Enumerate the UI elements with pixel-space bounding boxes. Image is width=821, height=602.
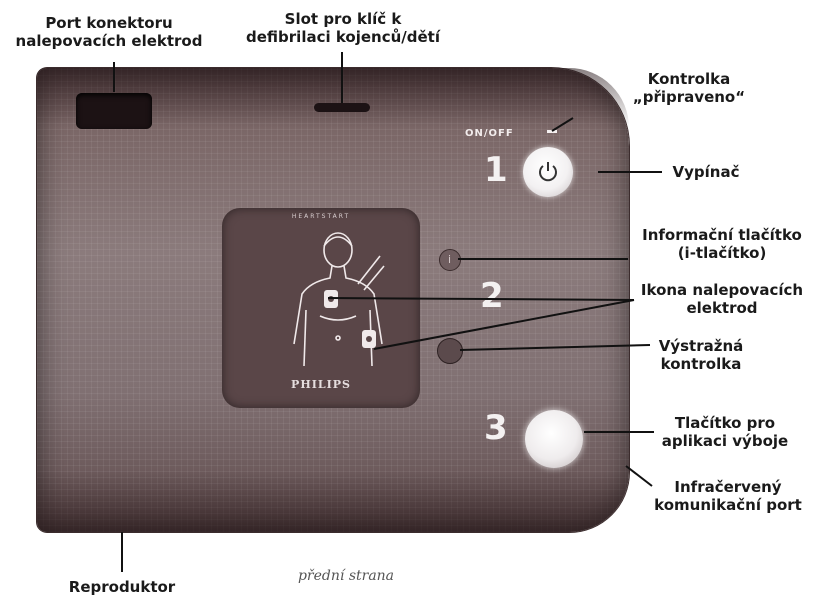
label-pads-icon-line2: elektrod <box>632 299 812 317</box>
label-ready-light-line1: Kontrolka <box>628 70 750 88</box>
label-infrared-port-line1: Infračervený <box>648 478 808 496</box>
label-pads-icon: Ikona nalepovacích elektrod <box>632 281 812 317</box>
label-port-connector-line1: Port konektoru <box>4 14 214 32</box>
label-key-slot-line2: defibrilaci kojenců/dětí <box>236 28 450 46</box>
caption-front-side: přední strana <box>286 568 406 584</box>
label-ready-light-line2: „připraveno“ <box>628 88 750 106</box>
label-port-connector: Port konektoru nalepovacích elektrod <box>4 14 214 50</box>
label-shock-button-line2: aplikaci výboje <box>650 432 800 450</box>
label-infrared-port: Infračervený komunikační port <box>648 478 808 514</box>
label-warning-light-line2: kontrolka <box>646 355 756 373</box>
label-shock-button-line1: Tlačítko pro <box>650 414 800 432</box>
label-key-slot-line1: Slot pro klíč k <box>236 10 450 28</box>
label-pads-icon-line1: Ikona nalepovacích <box>632 281 812 299</box>
label-info-button: Informační tlačítko (i-tlačítko) <box>632 226 812 262</box>
label-info-button-line1: Informační tlačítko <box>632 226 812 244</box>
label-power-switch: Vypínač <box>664 163 748 181</box>
label-warning-light: Výstražná kontrolka <box>646 337 756 373</box>
label-warning-light-line1: Výstražná <box>646 337 756 355</box>
label-shock-button: Tlačítko pro aplikaci výboje <box>650 414 800 450</box>
label-infrared-port-line2: komunikační port <box>648 496 808 514</box>
label-port-connector-line2: nalepovacích elektrod <box>4 32 214 50</box>
label-ready-light: Kontrolka „připraveno“ <box>628 70 750 106</box>
label-key-slot: Slot pro klíč k defibrilaci kojenců/dětí <box>236 10 450 46</box>
label-speaker: Reproduktor <box>52 578 192 596</box>
label-info-button-line2: (i-tlačítko) <box>632 244 812 262</box>
